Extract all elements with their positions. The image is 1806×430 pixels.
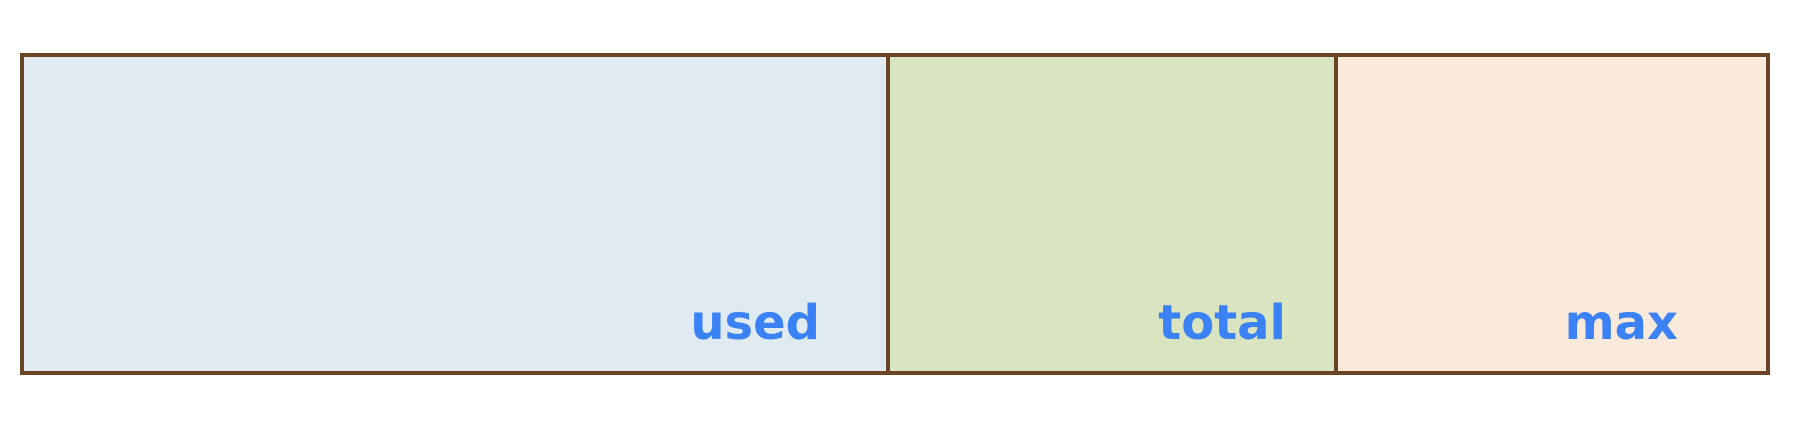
total-label: total bbox=[1158, 295, 1286, 351]
max-segment: max bbox=[1334, 57, 1766, 371]
max-label: max bbox=[1564, 295, 1678, 351]
used-label: used bbox=[690, 295, 820, 351]
total-segment: total bbox=[886, 57, 1334, 371]
used-segment: used bbox=[24, 57, 886, 371]
memory-bar: used total max bbox=[20, 53, 1770, 375]
